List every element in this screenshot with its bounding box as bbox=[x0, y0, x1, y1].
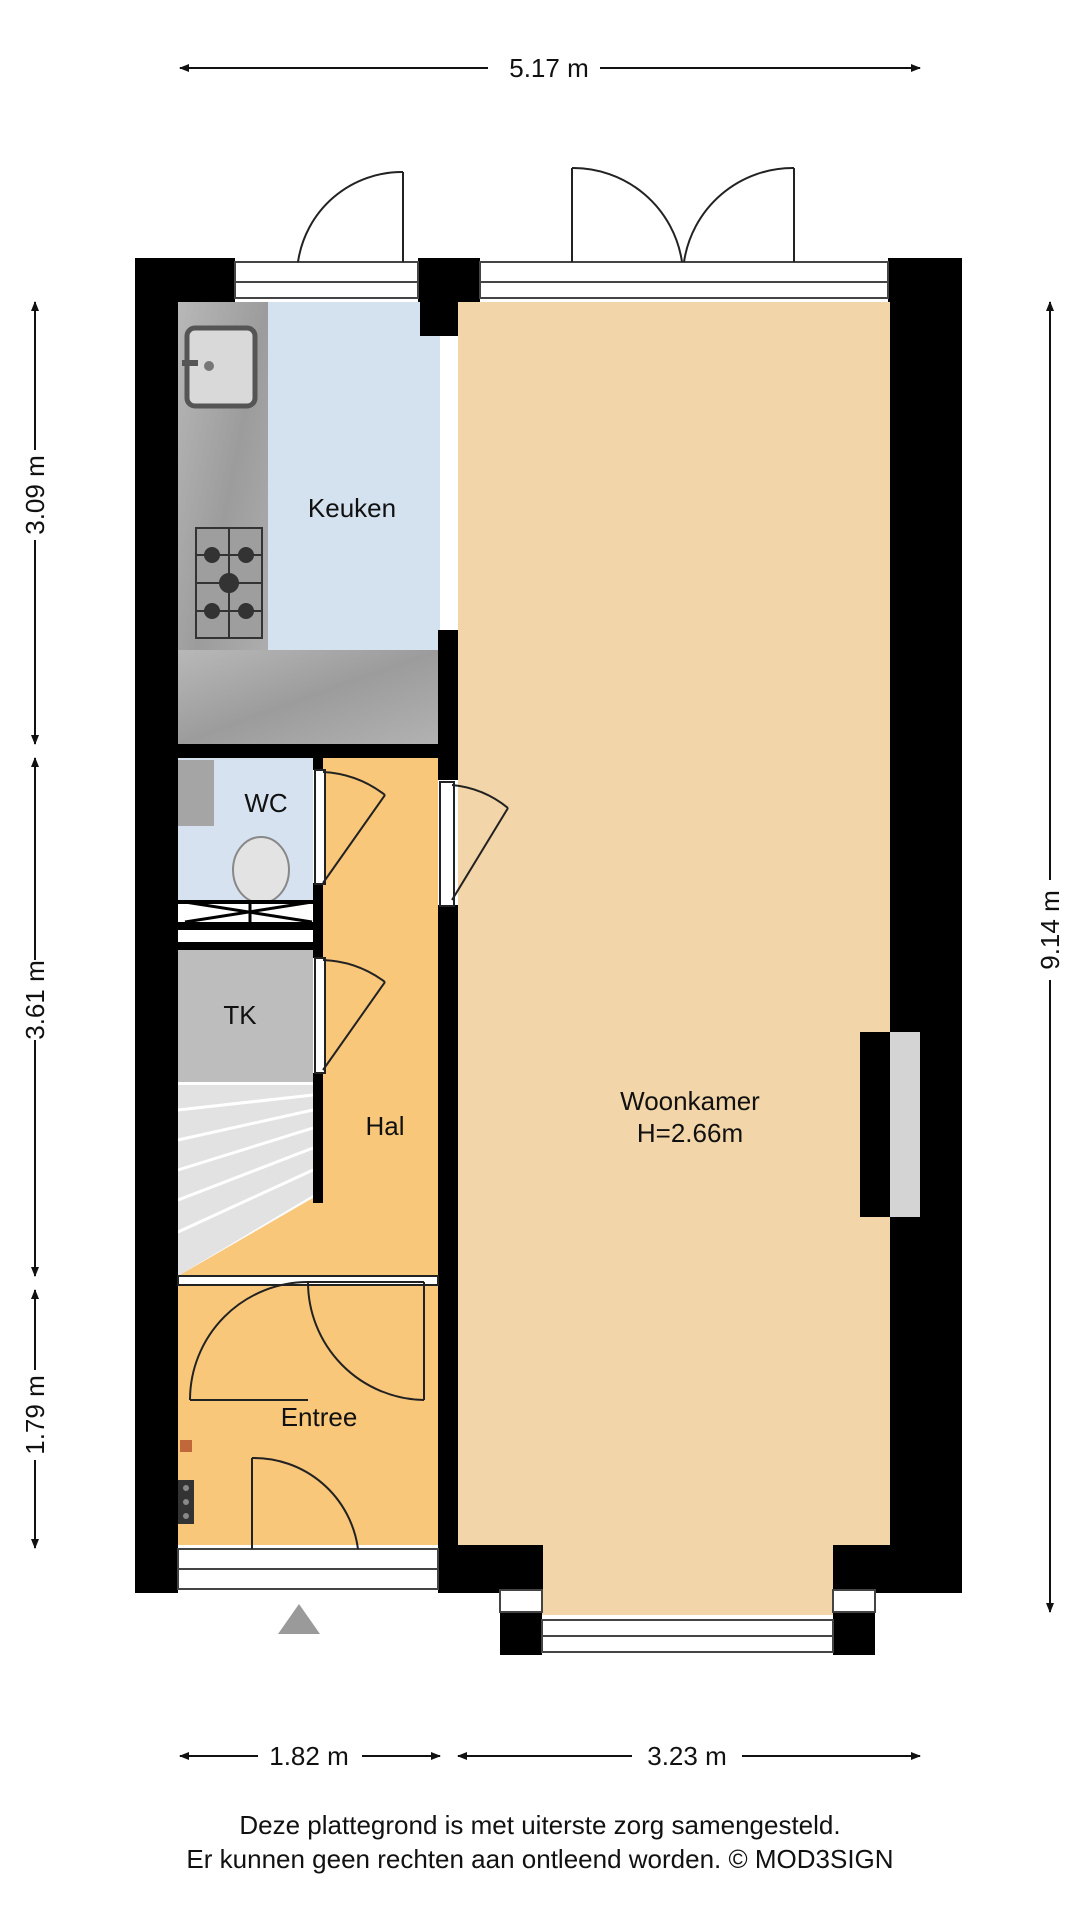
kitchen-faucet bbox=[182, 360, 198, 366]
dimension-bottom-right: 3.23 m bbox=[647, 1741, 727, 1771]
dimension-lines bbox=[31, 64, 1054, 1760]
kitchen-stove bbox=[195, 527, 263, 639]
entree-floor bbox=[178, 1285, 438, 1545]
chimney-panel bbox=[890, 1032, 920, 1217]
hal-floor bbox=[318, 758, 438, 1276]
room-label-wc: WC bbox=[244, 788, 287, 818]
dimension-left-upper: 3.09 m bbox=[20, 455, 50, 535]
disclaimer-line-2: Er kunnen geen rechten aan ontleend word… bbox=[186, 1844, 894, 1874]
tk-floor bbox=[178, 950, 313, 1082]
sink-drain bbox=[204, 361, 214, 371]
woonkamer-bay-floor bbox=[542, 1540, 834, 1615]
dimension-right: 9.14 m bbox=[1035, 890, 1065, 970]
dimension-left-lower: 1.79 m bbox=[20, 1375, 50, 1455]
dimension-left-middle: 3.61 m bbox=[20, 960, 50, 1040]
dimension-top: 5.17 m bbox=[509, 53, 589, 83]
entrance-marker-icon bbox=[278, 1604, 320, 1634]
woonkamer-floor bbox=[458, 302, 920, 1550]
room-label-woonkamer-height: H=2.66m bbox=[637, 1118, 743, 1148]
doors bbox=[177, 166, 795, 1550]
hal-floor-lower bbox=[178, 1195, 318, 1276]
room-label-woonkamer: Woonkamer bbox=[620, 1086, 760, 1116]
disclaimer: Deze plattegrond is met uiterste zorg sa… bbox=[0, 1808, 1080, 1876]
disclaimer-line-1: Deze plattegrond is met uiterste zorg sa… bbox=[239, 1810, 841, 1840]
windows bbox=[177, 261, 889, 1653]
walls bbox=[135, 258, 962, 1655]
service-shaft-hatch bbox=[184, 900, 313, 924]
wc-toilet bbox=[232, 836, 290, 904]
room-label-keuken: Keuken bbox=[308, 493, 396, 523]
room-label-entree: Entree bbox=[281, 1402, 358, 1432]
room-label-hal: Hal bbox=[365, 1111, 404, 1141]
stair-treads bbox=[177, 1093, 314, 1234]
wc-basin bbox=[178, 760, 214, 826]
dimension-bottom-left: 1.82 m bbox=[269, 1741, 349, 1771]
kitchen-counter-bottom bbox=[178, 650, 440, 744]
kitchen-sink bbox=[184, 325, 258, 409]
room-label-tk: TK bbox=[223, 1000, 257, 1030]
meter-cabinet-icons bbox=[178, 1440, 194, 1524]
